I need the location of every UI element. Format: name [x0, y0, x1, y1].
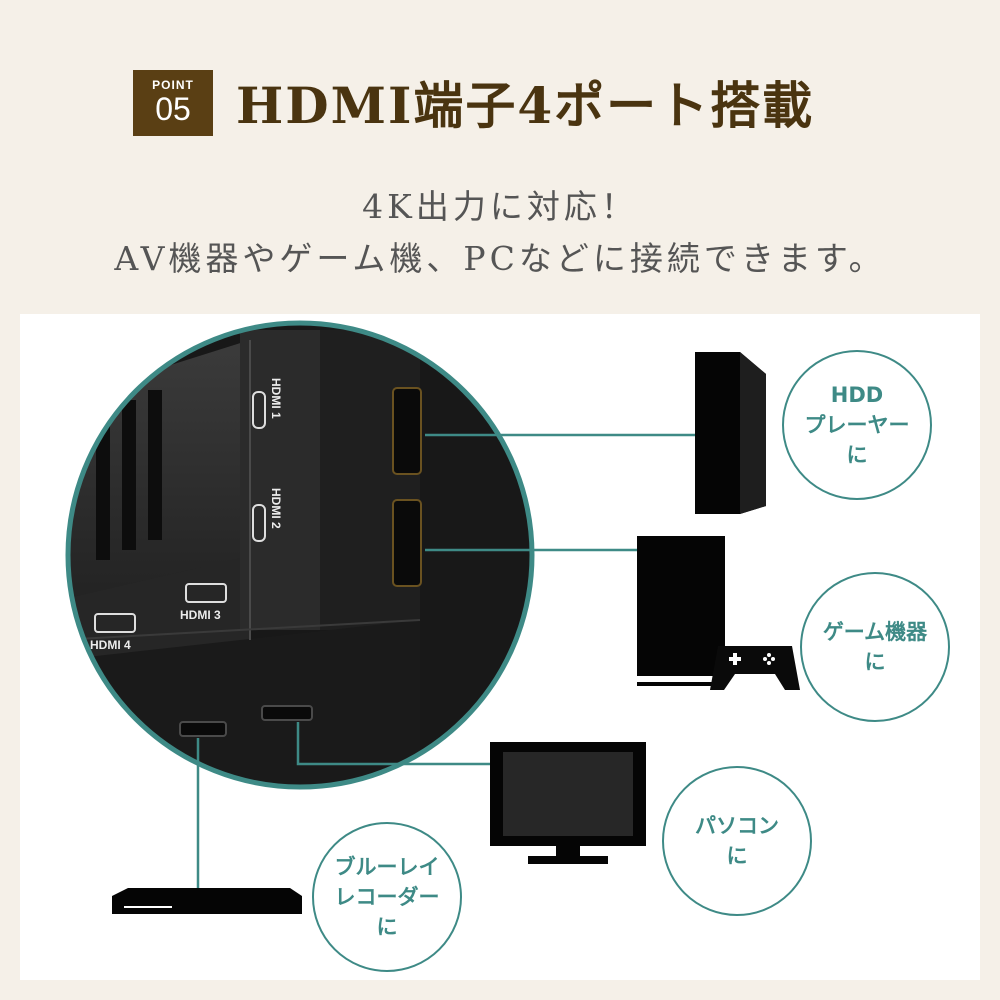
callout-hdd-line-3: に	[846, 443, 868, 467]
point-number: 05	[155, 91, 191, 127]
page-title: HDMI端子4ポート搭載	[236, 76, 815, 135]
callout-bluray-line-3: に	[376, 915, 398, 939]
callout-bluray-line-1: ブルーレイ	[334, 855, 440, 879]
game-console-icon	[637, 536, 800, 690]
subtitle-line-2: AV機器やゲーム機、PCなどに接続できます。	[114, 239, 886, 278]
connector-lines	[196, 433, 695, 890]
port-label-hdmi-1: HDMI 1	[269, 378, 283, 419]
pc-monitor-icon	[490, 742, 646, 864]
magnifier-ring	[65, 320, 535, 790]
callout-game-line-1: ゲーム機器	[822, 620, 928, 644]
bluray-recorder-icon	[112, 888, 302, 914]
point-label: POINT	[152, 78, 194, 92]
callout-game-line-2: に	[864, 650, 886, 674]
callout-bluray-recorder: ブルーレイ レコーダー に	[312, 822, 462, 972]
callout-bluray-line-2: レコーダー	[334, 885, 440, 909]
callout-pc-line-2: に	[726, 844, 748, 868]
subtitle-line-1: 4K出力に対応！	[362, 187, 638, 226]
point-badge: POINT 05	[133, 70, 213, 136]
callout-pc: パソコン に	[662, 766, 812, 916]
port-label-hdmi-3: HDMI 3	[180, 608, 221, 622]
callout-game-console: ゲーム機器 に	[800, 572, 950, 722]
callout-hdd-line-1: HDD	[830, 383, 884, 407]
port-label-hdmi-4: HDMI 4	[90, 638, 131, 652]
callout-pc-line-1: パソコン	[695, 814, 779, 838]
hdd-player-icon	[695, 352, 766, 514]
callout-hdd-line-2: プレーヤー	[804, 413, 910, 437]
callout-hdd-player: HDD プレーヤー に	[782, 350, 932, 500]
port-label-hdmi-2: HDMI 2	[269, 488, 283, 529]
